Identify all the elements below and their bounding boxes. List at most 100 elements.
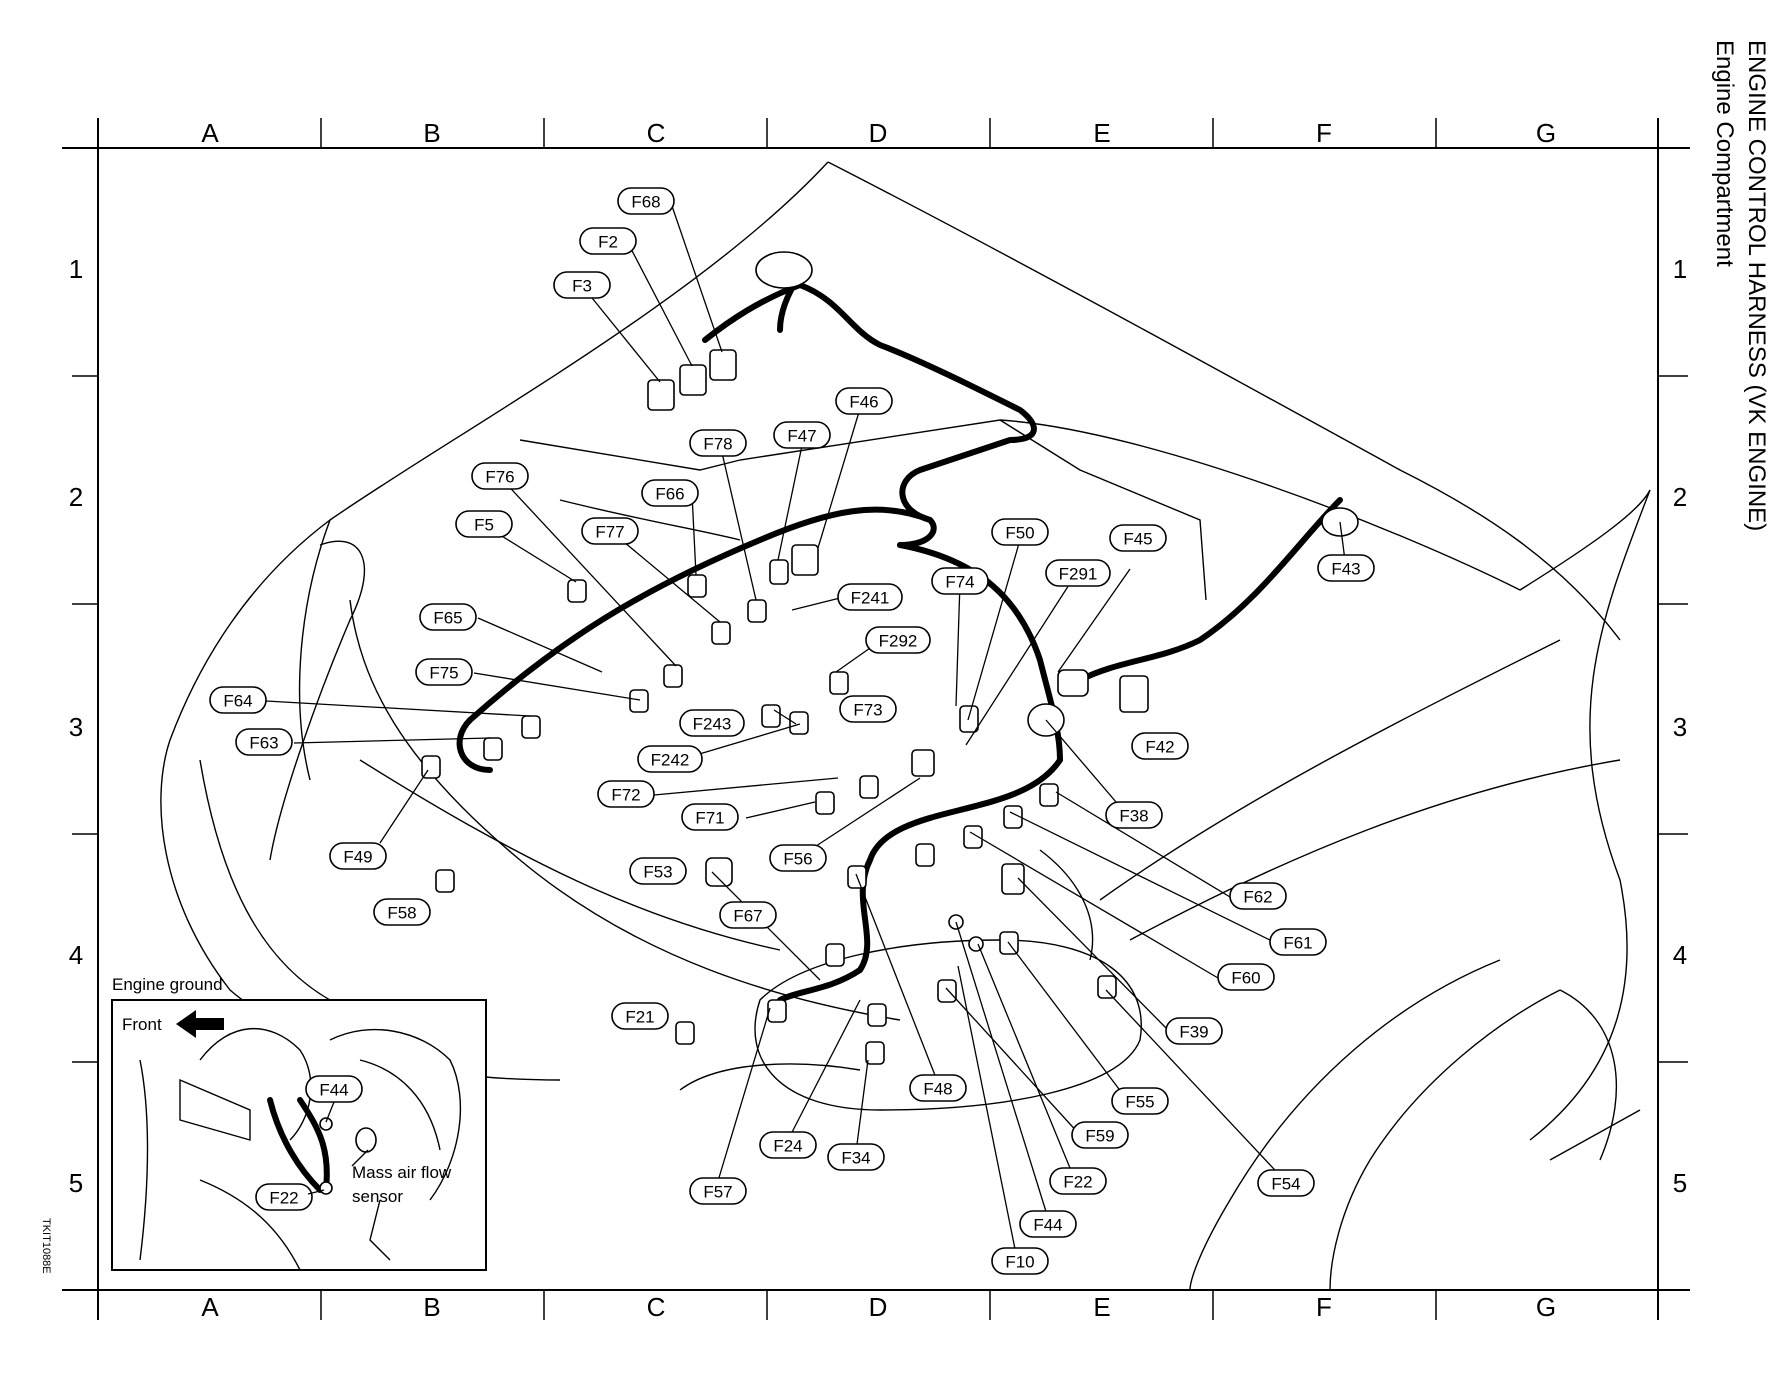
callout-f68: F68 xyxy=(617,187,675,215)
callout-f65: F65 xyxy=(419,603,477,631)
callout-f43: F43 xyxy=(1317,554,1375,582)
svg-text:F241: F241 xyxy=(851,589,890,608)
column-label: C xyxy=(647,1292,666,1322)
callout-f58: F58 xyxy=(373,898,431,926)
row-label: 3 xyxy=(1673,712,1687,742)
svg-text:F71: F71 xyxy=(695,809,724,828)
callout-f66: F66 xyxy=(641,479,699,507)
connector-icon xyxy=(761,704,781,728)
connector-icon xyxy=(567,579,587,603)
callout-f76: F76 xyxy=(471,462,529,490)
connector-icon xyxy=(829,671,849,695)
column-labels-top: A B C D E F G xyxy=(201,118,1556,148)
page-title: ENGINE CONTROL HARNESS (VK ENGINE) xyxy=(1743,40,1770,532)
svg-text:F65: F65 xyxy=(433,609,462,628)
connector-icon xyxy=(911,749,935,777)
svg-text:F61: F61 xyxy=(1283,934,1312,953)
front-arrow-icon xyxy=(176,1010,224,1038)
svg-text:F46: F46 xyxy=(849,393,878,412)
connector-icon xyxy=(1039,783,1059,807)
callout-f292: F292 xyxy=(865,626,931,654)
svg-text:F47: F47 xyxy=(787,427,816,446)
callout-f64: F64 xyxy=(209,686,267,714)
svg-text:F22: F22 xyxy=(269,1189,298,1208)
callout-f45: F45 xyxy=(1109,524,1167,552)
svg-text:F72: F72 xyxy=(611,786,640,805)
callout-f44: F44 xyxy=(1019,1210,1077,1238)
row-label: 2 xyxy=(69,482,83,512)
svg-text:F58: F58 xyxy=(387,904,416,923)
callout-f49: F49 xyxy=(329,842,387,870)
svg-text:F64: F64 xyxy=(223,692,252,711)
inset-callout-f44: F44 xyxy=(305,1075,363,1103)
svg-text:F54: F54 xyxy=(1271,1175,1300,1194)
connector-icon xyxy=(1003,805,1023,829)
callout-f56: F56 xyxy=(769,844,827,872)
svg-text:F42: F42 xyxy=(1145,738,1174,757)
callout-f241: F241 xyxy=(837,583,903,611)
connector-icon xyxy=(521,715,541,739)
svg-text:F21: F21 xyxy=(625,1008,654,1027)
svg-text:F55: F55 xyxy=(1125,1093,1154,1112)
column-label: A xyxy=(201,118,219,148)
connector-icon xyxy=(647,379,675,411)
callout-f24: F24 xyxy=(759,1131,817,1159)
svg-text:F292: F292 xyxy=(879,632,918,651)
connector-icon xyxy=(767,999,787,1023)
svg-text:F53: F53 xyxy=(643,863,672,882)
column-label: C xyxy=(647,118,666,148)
connector-icon xyxy=(1119,675,1149,713)
svg-text:F62: F62 xyxy=(1243,888,1272,907)
connector-icon xyxy=(1097,975,1117,999)
svg-text:F74: F74 xyxy=(945,573,974,592)
svg-text:F291: F291 xyxy=(1059,565,1098,584)
column-label: G xyxy=(1536,118,1556,148)
callout-f75: F75 xyxy=(415,658,473,686)
callout-f5: F5 xyxy=(455,510,513,538)
connector-icon xyxy=(747,599,767,623)
connector-icon xyxy=(483,737,503,761)
callout-f55: F55 xyxy=(1111,1087,1169,1115)
row-label: 4 xyxy=(69,940,83,970)
connector-icon xyxy=(815,791,835,815)
callout-f78: F78 xyxy=(689,429,747,457)
callout-f22: F22 xyxy=(1049,1167,1107,1195)
svg-text:F56: F56 xyxy=(783,850,812,869)
row-labels-left: 1 2 3 4 5 xyxy=(69,254,83,1198)
grid-frame xyxy=(62,118,1690,1320)
callout-f47: F47 xyxy=(773,421,831,449)
ground-point-icon xyxy=(319,1117,333,1131)
svg-text:F242: F242 xyxy=(651,751,690,770)
mass-air-flow-sensor-label: Mass air flow xyxy=(352,1163,452,1182)
column-labels-bottom: A B C D E F G xyxy=(201,1292,1556,1322)
svg-text:F38: F38 xyxy=(1119,807,1148,826)
engine-ground-inset: Engine ground Front F44 F22 Mass air flo… xyxy=(111,975,487,1271)
callout-f60: F60 xyxy=(1217,963,1275,991)
svg-text:F63: F63 xyxy=(249,734,278,753)
row-label: 5 xyxy=(69,1168,83,1198)
column-label: E xyxy=(1093,1292,1110,1322)
svg-text:F78: F78 xyxy=(703,435,732,454)
column-label: B xyxy=(423,1292,440,1322)
callout-f67: F67 xyxy=(719,901,777,929)
svg-text:F10: F10 xyxy=(1005,1253,1034,1272)
svg-text:F22: F22 xyxy=(1063,1173,1092,1192)
svg-text:F45: F45 xyxy=(1123,530,1152,549)
connector-icon xyxy=(687,574,707,598)
connector-icon xyxy=(865,1041,885,1065)
ground-point-icon xyxy=(968,936,984,952)
connector-icon xyxy=(915,843,935,867)
callout-f3: F3 xyxy=(553,271,611,299)
svg-text:F68: F68 xyxy=(631,193,660,212)
column-label: E xyxy=(1093,118,1110,148)
connector-icon xyxy=(963,825,983,849)
callout-f53: F53 xyxy=(629,857,687,885)
callout-f46: F46 xyxy=(835,387,893,415)
ground-point-icon xyxy=(319,1181,333,1195)
svg-text:F44: F44 xyxy=(319,1081,348,1100)
svg-text:F59: F59 xyxy=(1085,1127,1114,1146)
callouts: F68 F2 F3 F46 F78 F47 F76 F66 F5 F77 F24… xyxy=(209,187,1375,1275)
svg-text:F243: F243 xyxy=(693,715,732,734)
callout-f243: F243 xyxy=(679,709,745,737)
callout-f242: F242 xyxy=(637,745,703,773)
